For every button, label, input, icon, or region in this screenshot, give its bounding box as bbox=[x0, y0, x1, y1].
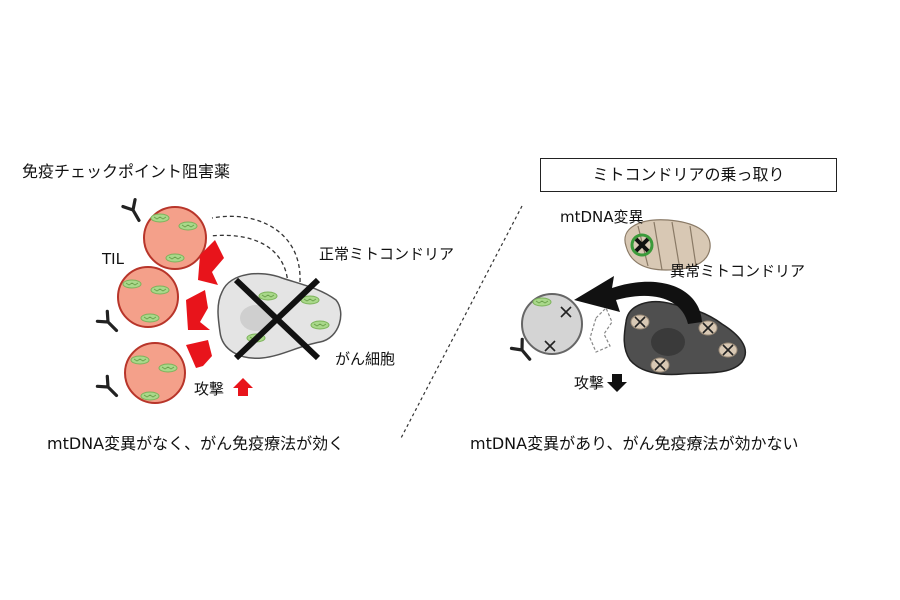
til-label: TIL bbox=[102, 250, 124, 268]
attack-up-label: 攻撃 bbox=[194, 380, 225, 398]
attack-down-label: 攻撃 bbox=[574, 374, 605, 392]
mtdna-mutation-label: mtDNA変異 bbox=[560, 208, 644, 226]
panel-divider bbox=[399, 205, 523, 441]
til-cell-exhausted bbox=[521, 293, 583, 355]
til-cell-top bbox=[143, 206, 207, 270]
antibody-icon bbox=[95, 374, 124, 403]
cancer-cell-label: がん細胞 bbox=[335, 350, 396, 368]
fading-fragment bbox=[589, 306, 613, 353]
cancer-cell-hijacked bbox=[623, 301, 747, 376]
right-caption: mtDNA変異があり、がん免疫療法が効かない bbox=[470, 434, 799, 453]
attack-arrow-icon bbox=[186, 240, 224, 368]
killed-cross-icon bbox=[233, 277, 321, 361]
left-caption: mtDNA変異がなく、がん免疫療法が効く bbox=[47, 434, 345, 453]
antibody-icon bbox=[95, 309, 124, 338]
signal-dashed-arc-inner bbox=[209, 234, 289, 286]
down-arrow-icon bbox=[607, 374, 627, 392]
right-title-box: ミトコンドリアの乗っ取り bbox=[540, 158, 837, 192]
normal-mito-label: 正常ミトコンドリア bbox=[319, 245, 455, 263]
abnormal-mito-label: 異常ミトコンドリア bbox=[670, 262, 806, 280]
left-header: 免疫チェックポイント阻害薬 bbox=[22, 162, 231, 181]
til-cell-middle bbox=[117, 266, 179, 328]
transfer-arrow-icon bbox=[574, 276, 702, 324]
mutant-mitochondrion bbox=[624, 219, 711, 271]
up-arrow-icon bbox=[233, 378, 253, 396]
signal-dashed-arc-outer bbox=[211, 215, 301, 283]
til-cell-bottom bbox=[124, 342, 186, 404]
antibody-icon bbox=[121, 197, 147, 226]
